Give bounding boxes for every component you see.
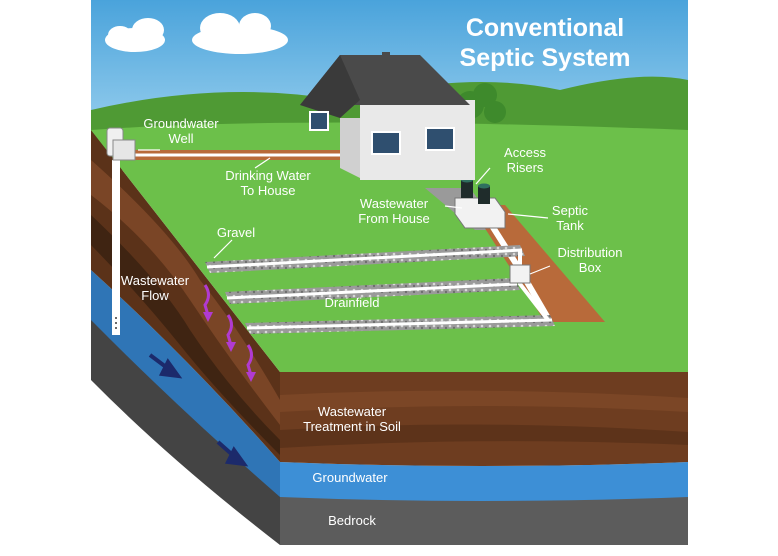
label-distribution-box-2: Box: [579, 260, 602, 275]
label-treatment-1: Wastewater: [318, 404, 387, 419]
house: [300, 52, 475, 180]
groundwater-well-casing: [112, 160, 120, 335]
label-groundwater-well-1: Groundwater: [143, 116, 219, 131]
label-septic-tank-1: Septic: [552, 203, 589, 218]
navy-arrowhead-2: [224, 446, 249, 467]
groundwater-well-box: [112, 139, 136, 161]
bedrock-side: [91, 315, 280, 545]
purple-arrow-2: [226, 314, 233, 346]
title-line-2: Septic System: [460, 44, 631, 72]
leader-lines: [138, 149, 551, 275]
drainfield-lateral-1: [205, 245, 525, 273]
title-line-1: Conventional: [466, 14, 624, 42]
soil-front-band-2: [280, 424, 688, 448]
label-wastewater-flow-2: Flow: [141, 288, 169, 303]
bedrock-front: [280, 495, 688, 545]
label-wastewater-flow-1: Wastewater: [121, 273, 190, 288]
cloud-left: [105, 18, 165, 52]
label-septic-tank-2: Tank: [556, 218, 584, 233]
access-riser-2: [478, 186, 490, 204]
drainfield-lateral-2: [225, 278, 520, 304]
riser-lid-2: [478, 183, 490, 189]
access-riser-1: [461, 180, 473, 198]
groundwater-flow-arrows: [148, 353, 249, 467]
soil-front-band-1: [280, 390, 688, 412]
label-drinking-water-1: Drinking Water: [225, 168, 311, 183]
label-treatment-2: Treatment in Soil: [303, 419, 401, 434]
soil-side-band-1: [91, 160, 280, 425]
label-wastewater-house-1: Wastewater: [360, 196, 429, 211]
drainfield-lateral-3: [245, 315, 555, 334]
well-screen: [115, 317, 117, 329]
purple-arrowheads: [203, 312, 256, 382]
cloud-right: [192, 13, 288, 54]
main-trench: [470, 205, 605, 322]
label-access-risers-1: Access: [504, 145, 546, 160]
distribution-box: [509, 264, 531, 284]
septic-tank: [454, 197, 506, 229]
navy-arrowhead-1: [158, 358, 183, 379]
wastewater-flow-arrows: [203, 284, 253, 376]
lateral-connector: [518, 250, 550, 322]
purple-arrow-1: [203, 284, 210, 316]
label-gravel: Gravel: [217, 225, 255, 240]
label-bedrock: Bedrock: [328, 513, 376, 528]
label-distribution-box-1: Distribution: [557, 245, 622, 260]
purple-arrow-3: [246, 344, 253, 376]
soil-side-band-2: [91, 215, 280, 455]
label-drainfield: Drainfield: [325, 295, 380, 310]
label-access-risers-2: Risers: [507, 160, 544, 175]
label-groundwater-well-2: Well: [168, 131, 193, 146]
label-drinking-water-2: To House: [241, 183, 296, 198]
label-wastewater-house-2: From House: [358, 211, 430, 226]
groundwater-side: [91, 270, 280, 497]
label-groundwater: Groundwater: [312, 470, 388, 485]
groundwater-front: [280, 462, 688, 501]
